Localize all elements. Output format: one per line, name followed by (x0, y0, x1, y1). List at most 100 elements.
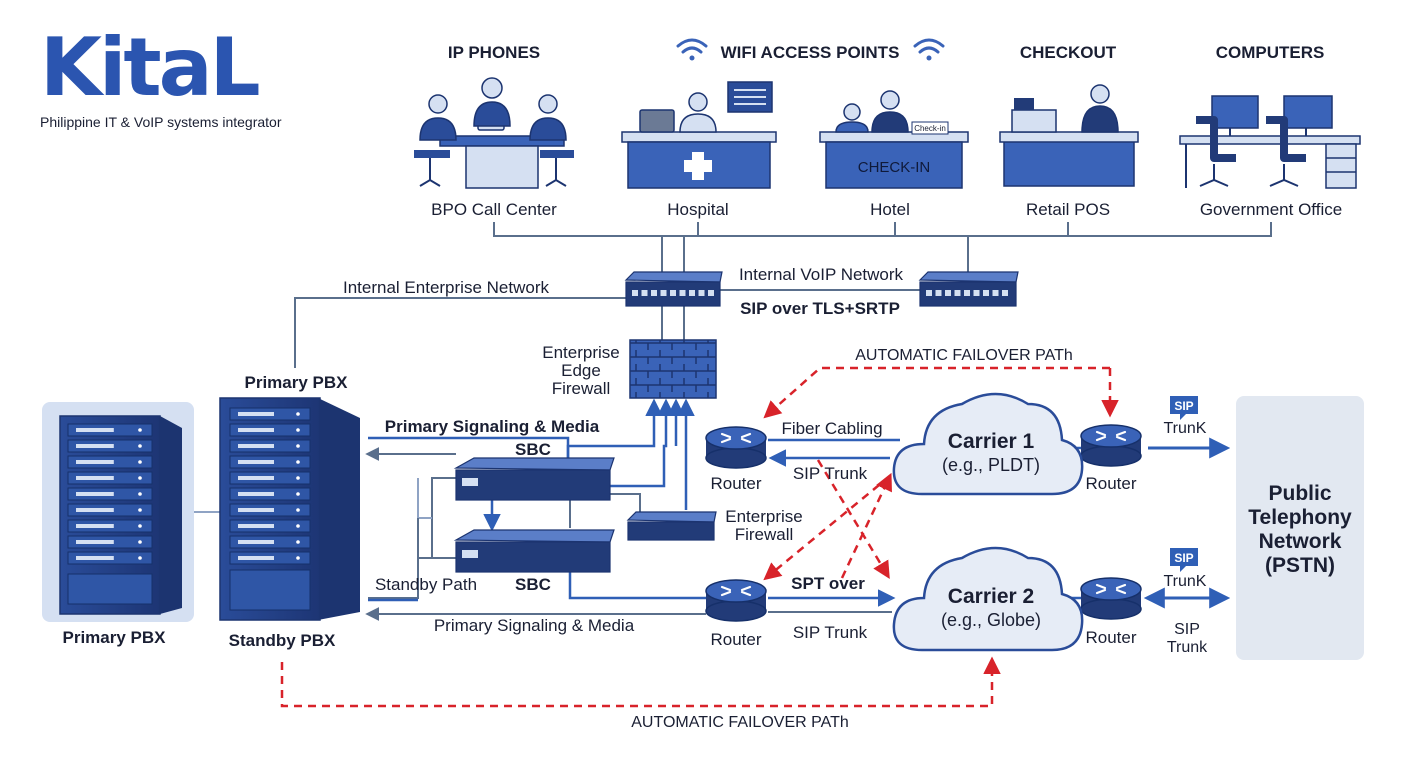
switch-port (945, 290, 951, 296)
sip-trunk-label-1: SIP Trunk (793, 464, 868, 483)
carrier-1-name: Carrier 1 (948, 430, 1035, 453)
fiber-cabling-label: Fiber Cabling (781, 419, 882, 438)
heading-computers: COMPUTERS (1216, 43, 1325, 62)
rack-slot (238, 492, 274, 496)
rack-slot (76, 428, 114, 432)
pstn-label-line: Telephony (1248, 506, 1352, 529)
site-labels: BPO Call Center Hospital Hotel Retail PO… (431, 200, 1342, 219)
router-labels: Router Router Router Router (710, 474, 1136, 649)
sbc-primary (453, 457, 615, 501)
site-hotel: Hotel (870, 200, 910, 219)
switch-port (698, 290, 705, 296)
edge-firewall-label-line: Firewall (552, 379, 611, 398)
sbc-primary-label: SBC (515, 440, 551, 459)
rack-slot (238, 556, 274, 560)
category-headings: IP PHONES WIFI ACCESS POINTS CHECKOUT CO… (448, 43, 1324, 62)
heading-checkout: CHECKOUT (1020, 43, 1117, 62)
pstn-label-line: Public (1268, 482, 1331, 505)
router-label: Router (710, 630, 761, 649)
router-icon (705, 426, 767, 469)
switch-port (670, 290, 676, 296)
switch-port (689, 290, 695, 296)
rack-led (296, 508, 300, 512)
rack-slot (238, 412, 274, 416)
sbc-standby (453, 529, 615, 573)
rack-slot (238, 460, 274, 464)
sip-badge-mid: SIP (1170, 548, 1198, 572)
standby-path-label: Standby Path (375, 575, 477, 594)
switch-port (1002, 290, 1008, 296)
sbc-standby-label: SBC (515, 575, 551, 594)
rack-led (296, 412, 300, 416)
sip-badge-text: SIP (1174, 551, 1193, 565)
rack-slot (76, 556, 114, 560)
enterprise-firewall-label-line: Firewall (735, 525, 794, 544)
switch-port (926, 290, 932, 296)
rack-led (138, 492, 142, 496)
enterprise-firewall-switch (626, 511, 717, 541)
voip-switch (918, 271, 1019, 307)
router-icon (1080, 577, 1142, 620)
switch-port (679, 290, 686, 296)
sip-badge-text: SIP (1174, 399, 1193, 413)
router-icon (1080, 424, 1142, 467)
switch-port (954, 290, 961, 296)
trunk-label-bottom-sip: SIP (1174, 621, 1200, 638)
internal-voip-network-label: Internal VoIP Network (739, 265, 904, 284)
rack-led (296, 460, 300, 464)
rack-led (296, 428, 300, 432)
heading-ip-phones: IP PHONES (448, 43, 540, 62)
pstn-box (1236, 396, 1364, 660)
rack-slot (238, 540, 274, 544)
rack-slot (76, 476, 114, 480)
pstn-label: Public Telephony Network (PSTN) (1248, 482, 1352, 577)
rack-slot (76, 508, 114, 512)
brand-logo: KitaL Philippine IT & VoIP systems integ… (40, 21, 282, 131)
rack-led (138, 524, 142, 528)
core-switch (624, 271, 723, 307)
edge-firewall-label: Enterprise Edge Firewall (542, 343, 619, 398)
enterprise-firewall-label-line: Enterprise (725, 507, 802, 526)
rack-led (138, 556, 142, 560)
rack-slot (76, 540, 114, 544)
trunk-label-top: TrunK (1164, 420, 1207, 437)
router-label: Router (1085, 628, 1136, 647)
rack-led (138, 508, 142, 512)
rack-led (138, 444, 142, 448)
government-office-illustration (1179, 95, 1361, 189)
internal-enterprise-network-label: Internal Enterprise Network (343, 278, 549, 297)
trunk-label-mid: TrunK (1164, 573, 1207, 590)
rack-led (138, 540, 142, 544)
hotel-illustration: CHECK-IN Check-in (819, 90, 969, 189)
rack-slot (76, 524, 114, 528)
pstn-label-line: Network (1259, 530, 1342, 553)
rack-led (296, 524, 300, 528)
rack-slot (238, 524, 274, 528)
primary-signaling-label-top: Primary Signaling & Media (385, 417, 600, 436)
rack-led (296, 492, 300, 496)
sip-tls-label: SIP over TLS+SRTP (740, 299, 900, 318)
carrier-2-example: (e.g., Globe) (941, 610, 1041, 630)
rack-led (296, 556, 300, 560)
enterprise-edge-firewall (629, 339, 717, 399)
standby-pbx-server (219, 397, 360, 621)
rack-slot (76, 460, 114, 464)
spt-over-label: SPT over (791, 574, 865, 593)
carrier-2-name: Carrier 2 (948, 585, 1034, 608)
router-icon (705, 579, 767, 622)
rack-vent (67, 573, 153, 605)
failover-paths (280, 366, 1119, 708)
wifi-icon (913, 38, 945, 61)
primary-signaling-label-bottom: Primary Signaling & Media (434, 616, 635, 635)
switch-port (992, 290, 999, 296)
router-label: Router (710, 474, 761, 493)
site-government-office: Government Office (1200, 200, 1342, 219)
hotel-desk-label: CHECK-IN (858, 159, 931, 176)
standby-pbx-label: Standby PBX (229, 631, 336, 650)
hospital-illustration (621, 81, 777, 189)
site-bpo-call-center: BPO Call Center (431, 200, 557, 219)
rack-led (138, 476, 142, 480)
edge-firewall-label-line: Enterprise (542, 343, 619, 362)
logo-wordmark: KitaL (40, 21, 261, 114)
